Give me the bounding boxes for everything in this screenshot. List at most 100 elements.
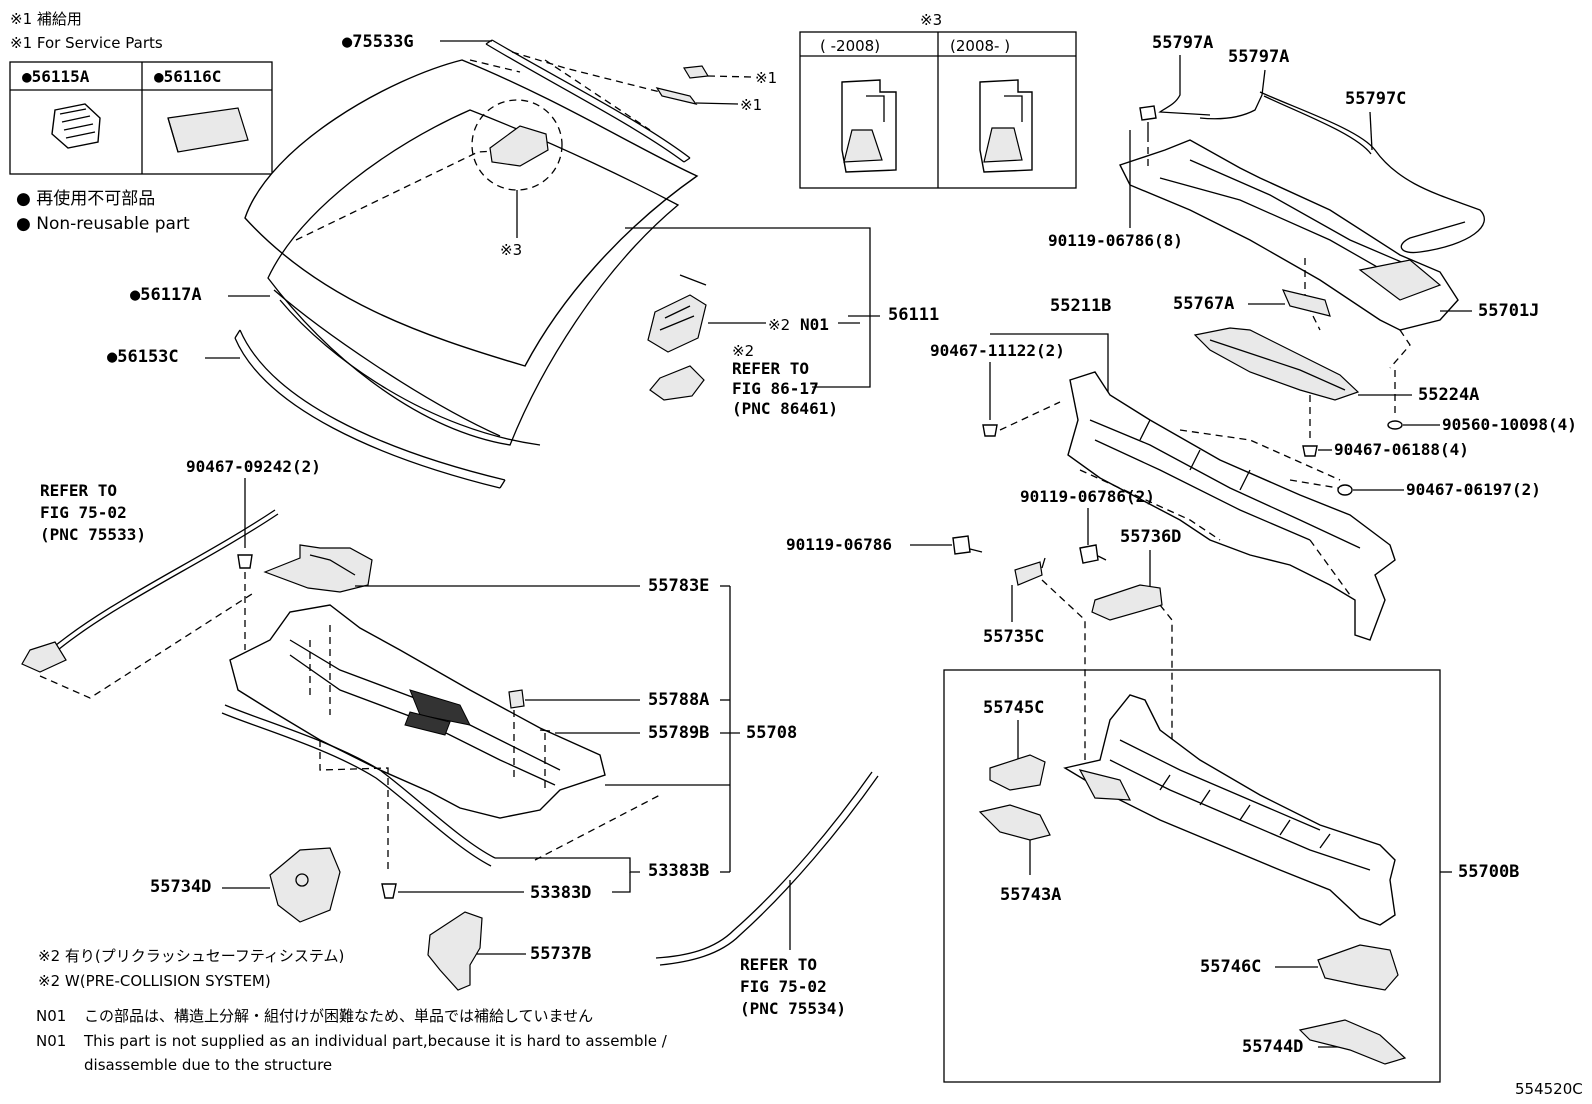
note-n01-code-2: N01 xyxy=(36,1032,66,1050)
cover-55224a xyxy=(1193,327,1360,401)
label-55708[interactable]: 55708 xyxy=(746,723,797,743)
bracket-55744d xyxy=(1298,1019,1407,1065)
hose-nozzle xyxy=(21,641,67,673)
label-53383d[interactable]: 53383D xyxy=(530,883,591,903)
clip-55788a xyxy=(508,689,525,709)
label-55797a-2[interactable]: 55797A xyxy=(1228,47,1289,67)
note-precollision-jp: ※2 有り(プリクラッシュセーフティシステム) xyxy=(38,947,344,965)
washer-hose xyxy=(49,509,276,651)
inset-3-table: ※3 ( -2008) (2008- ) xyxy=(799,11,1077,189)
label-55734d[interactable]: 55734D xyxy=(150,877,211,897)
service-clip-1 xyxy=(683,65,709,79)
bracket-55746c xyxy=(1317,944,1399,991)
bracket-55745c xyxy=(989,754,1046,791)
cowl-upper-cover xyxy=(263,544,373,593)
label-55224a[interactable]: 55224A xyxy=(1418,385,1479,405)
cowl-panel-55700b[interactable] xyxy=(1063,694,1396,926)
refer-7534-line1: REFER TO xyxy=(740,955,817,974)
label-55788a[interactable]: 55788A xyxy=(648,690,709,710)
label-90467-09242[interactable]: 90467-09242(2) xyxy=(186,457,321,476)
ref-3: ※3 xyxy=(500,241,522,259)
seal-55797a-2 xyxy=(1199,69,1266,120)
clip-90467-06197 xyxy=(1337,484,1353,496)
label-55737b[interactable]: 55737B xyxy=(530,944,591,964)
label-90467-06188[interactable]: 90467-06188(4) xyxy=(1334,440,1469,459)
label-55211b[interactable]: 55211B xyxy=(1050,296,1111,316)
label-56117a[interactable]: ●56117A xyxy=(130,285,202,305)
bracket-55736d xyxy=(1091,584,1163,621)
label-53383b[interactable]: 53383B xyxy=(648,861,709,881)
ref-2b: ※2 xyxy=(732,342,754,360)
panel-55701j[interactable] xyxy=(1119,139,1459,331)
cowl-louver-panel[interactable] xyxy=(229,604,606,819)
windshield-glass-top[interactable] xyxy=(244,59,699,367)
side-seal-strip xyxy=(659,775,879,966)
refer-7534-line3: (PNC 75534) xyxy=(740,999,846,1018)
note-n01-en-1: This part is not supplied as an individu… xyxy=(83,1032,668,1050)
pad-56116c-drawing xyxy=(167,107,249,153)
refer-7533-line2: FIG 75-02 xyxy=(40,503,127,522)
label-55700b[interactable]: 55700B xyxy=(1458,862,1519,882)
label-55797c[interactable]: 55797C xyxy=(1345,89,1406,109)
label-55701j[interactable]: 55701J xyxy=(1478,301,1539,321)
note-n01-jp: この部品は、構造上分解・組付けが困難なため、単品では補給していません xyxy=(84,1007,593,1025)
bracket-55737b xyxy=(427,911,483,991)
windshield-glass-back xyxy=(267,109,680,446)
clip-53383d xyxy=(381,883,397,899)
label-75533g[interactable]: ●75533G xyxy=(342,32,414,52)
label-90119-2[interactable]: 90119-06786(2) xyxy=(1020,487,1155,506)
label-55789b[interactable]: 55789B xyxy=(648,723,709,743)
bracket-55735c xyxy=(1014,561,1043,586)
note-nonreuse-en: ● Non-reusable part xyxy=(16,214,190,234)
label-90119-single[interactable]: 90119-06786 xyxy=(786,535,892,554)
refer-7533-line3: (PNC 75533) xyxy=(40,525,146,544)
label-55797a-1[interactable]: 55797A xyxy=(1152,33,1213,53)
clip-90467-11122 xyxy=(982,424,998,437)
note-n01-code-1: N01 xyxy=(36,1007,66,1025)
service-part-56116c[interactable]: ●56116C xyxy=(154,67,221,86)
cowl-seal-strip xyxy=(224,704,496,859)
label-55783e[interactable]: 55783E xyxy=(648,576,709,596)
pad-55767a xyxy=(1281,289,1331,317)
lower-moulding xyxy=(239,329,506,481)
washer-90560 xyxy=(1387,420,1403,430)
seal-55797a-1 xyxy=(1158,55,1211,116)
inset-3-col1: ( -2008) xyxy=(820,37,880,55)
label-55743a[interactable]: 55743A xyxy=(1000,885,1061,905)
label-55745c[interactable]: 55745C xyxy=(983,698,1044,718)
top-moulding xyxy=(491,39,691,159)
inset-3-title: ※3 xyxy=(920,11,942,29)
label-90467-06197[interactable]: 90467-06197(2) xyxy=(1406,480,1541,499)
label-55744d[interactable]: 55744D xyxy=(1242,1037,1303,1057)
label-55746c[interactable]: 55746C xyxy=(1200,957,1261,977)
figure-code: 554520C xyxy=(1515,1080,1583,1098)
refer-7534-line2: FIG 75-02 xyxy=(740,977,827,996)
service-parts-box: ●56115A ●56116C xyxy=(9,61,273,175)
label-55736d[interactable]: 55736D xyxy=(1120,527,1181,547)
label-56111[interactable]: 56111 xyxy=(888,305,939,325)
ref-2a: ※2 xyxy=(768,316,790,334)
label-90560[interactable]: 90560-10098(4) xyxy=(1442,415,1577,434)
label-55767a[interactable]: 55767A xyxy=(1173,294,1234,314)
service-part-56115a[interactable]: ●56115A xyxy=(22,67,90,86)
refer-7533-line1: REFER TO xyxy=(40,481,117,500)
refer-86-line2: FIG 86-17 xyxy=(732,379,819,398)
label-55735c[interactable]: 55735C xyxy=(983,627,1044,647)
clip-56115a-drawing xyxy=(51,103,101,149)
label-56153c[interactable]: ●56153C xyxy=(107,347,179,367)
label-90467-11122[interactable]: 90467-11122(2) xyxy=(930,341,1065,360)
note-service-jp: ※1 補給用 xyxy=(10,10,82,28)
clip-90467-09242 xyxy=(237,554,253,569)
service-pad-1 xyxy=(655,87,698,105)
clip-90467-06188 xyxy=(1302,445,1318,457)
note-nonreuse-jp: ● 再使用不可部品 xyxy=(16,188,155,209)
ref-service-1a: ※1 xyxy=(755,69,777,87)
label-90119-8[interactable]: 90119-06786(8) xyxy=(1048,231,1183,250)
ref-service-1b: ※1 xyxy=(740,96,762,114)
zoom-circle-3 xyxy=(471,99,563,191)
note-service-en: ※1 For Service Parts xyxy=(10,34,163,52)
note-n01-en-2: disassemble due to the structure xyxy=(84,1056,332,1074)
camera-cover xyxy=(649,365,705,401)
